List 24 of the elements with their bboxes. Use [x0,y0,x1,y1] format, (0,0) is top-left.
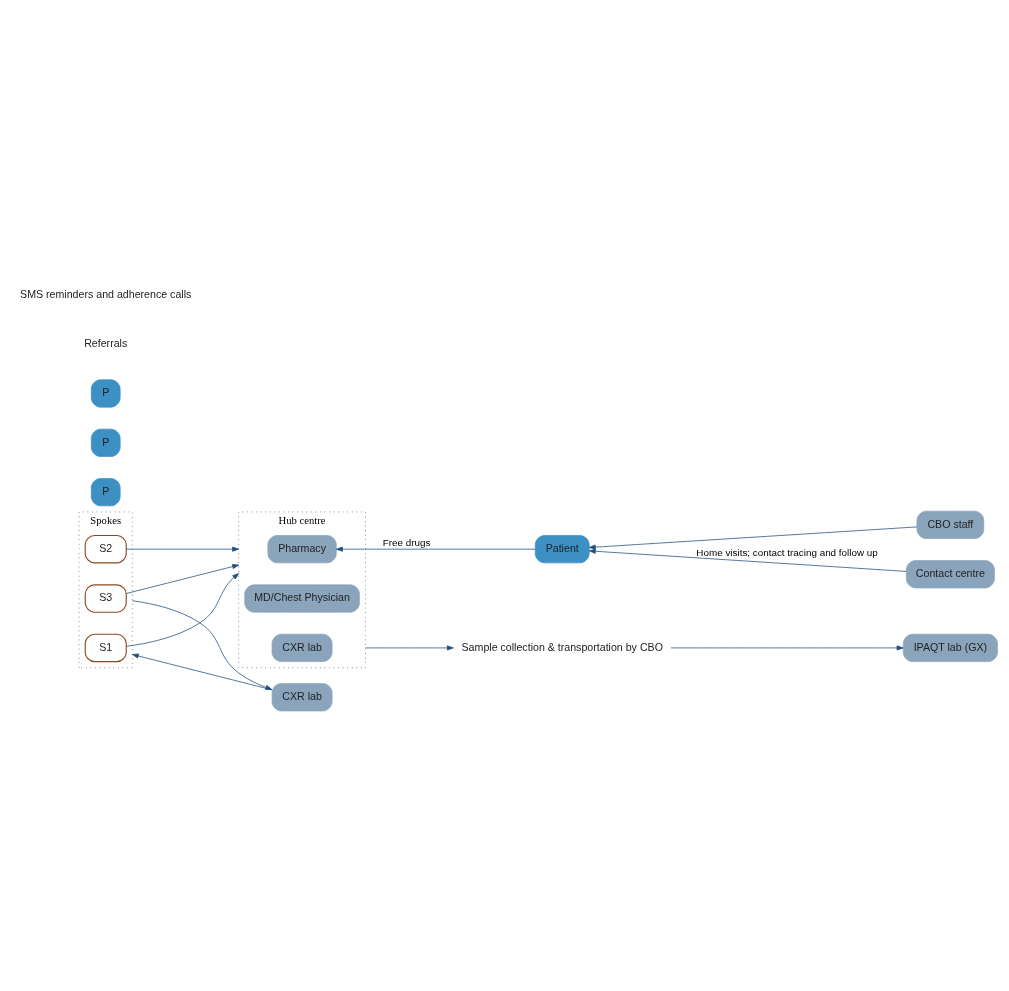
node-box: S3 [84,583,127,613]
arrow [588,548,907,572]
arrow [670,644,904,650]
node-box: Pharmacy [267,534,337,563]
node-box: Contact centre [905,559,995,588]
node-box: Patient [534,534,590,563]
node-box: S1 [84,633,127,662]
arrow [336,546,536,552]
node-box: MD/Chest Physician [244,584,360,613]
arrow [365,644,454,650]
arrow [588,526,918,550]
node-box: IPAQT lab (GX) [902,633,998,662]
label: Referrals [84,336,128,349]
label: SMS reminders and adherence calls [20,287,192,300]
arrow [125,563,240,594]
arrow [126,572,240,647]
edge-label: Free drugs [382,536,431,548]
node-box: S2 [84,534,127,563]
node-box: CBO staff [916,510,985,539]
edge-label: Home visits; contact tracing and follow up [696,546,878,558]
node-text: Sample collection & transportation by CBO [461,640,663,653]
node-box: CXR lab [271,633,333,662]
arrow [125,546,240,552]
node-box: CXR lab [271,682,333,711]
